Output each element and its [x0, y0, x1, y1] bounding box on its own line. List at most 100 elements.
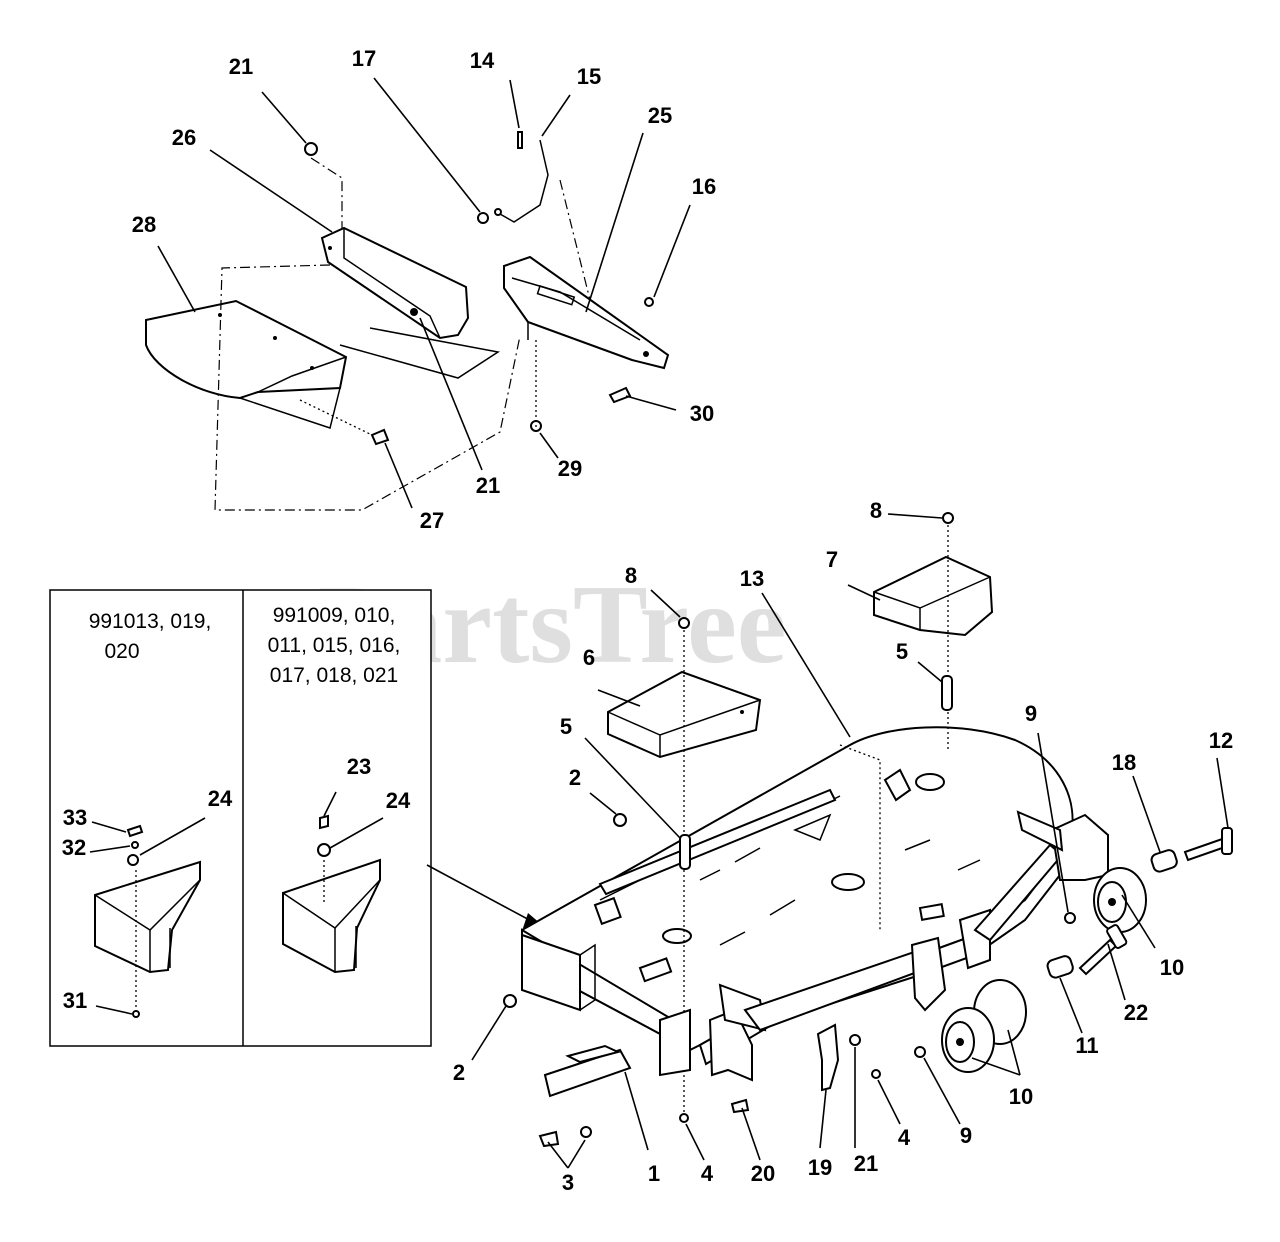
- bolt-27: [370, 428, 390, 446]
- baffle-1-top: [565, 1044, 621, 1064]
- callout-6: 6: [583, 645, 595, 670]
- callout-7: 7: [826, 547, 838, 572]
- rear-hinge: [883, 768, 912, 802]
- mower-deck-assembly: [503, 512, 1233, 1148]
- callout-16: 16: [692, 174, 716, 199]
- callout-21-mid: 21: [476, 473, 500, 498]
- pin-5-left: [679, 834, 691, 870]
- spring-rod: [499, 139, 549, 223]
- callout-17: 17: [352, 46, 376, 71]
- bolt-8-left: [678, 617, 690, 629]
- discharge-shield-plate: [145, 299, 348, 429]
- callout-21-lower: 21: [854, 1151, 878, 1176]
- callout-29: 29: [558, 456, 582, 481]
- inset-left-bolt: [126, 824, 144, 838]
- inset-frame: [49, 589, 432, 1047]
- belt-cover-7: [873, 555, 994, 637]
- callout-10-front: 10: [1009, 1084, 1033, 1109]
- inset-pointer-line: [426, 864, 536, 924]
- spacer-18: [1150, 849, 1178, 873]
- deck-front-rail: [598, 788, 837, 896]
- callout-30: 30: [690, 401, 714, 426]
- roller-front-2: [941, 1007, 995, 1073]
- callout-26: 26: [172, 125, 196, 150]
- callout-12: 12: [1209, 728, 1233, 753]
- rear-slot: [918, 903, 945, 921]
- nut-21a: [304, 142, 318, 156]
- inset-callout-24-left: 24: [208, 786, 233, 811]
- bolt-20: [730, 1098, 750, 1114]
- inset-callout-31: 31: [63, 988, 87, 1013]
- callout-22: 22: [1124, 1000, 1148, 1025]
- bolt-12-head: [1221, 827, 1233, 855]
- inset-callout-32: 32: [62, 835, 86, 860]
- callout-18: 18: [1112, 750, 1136, 775]
- spring-rod-end: [494, 208, 502, 216]
- bolt-30: [608, 386, 632, 404]
- bolt-3b: [580, 1126, 592, 1138]
- nut-2-upper: [613, 813, 627, 827]
- nut-9-rear: [1064, 912, 1076, 924]
- callout-5-left: 5: [560, 714, 572, 739]
- inset-left-spacer: [127, 854, 139, 866]
- inset-right-header-line3: 017, 018, 021: [270, 664, 398, 687]
- inset-right-header-line1: 991009, 010,: [273, 604, 396, 627]
- bracket-19: [816, 1023, 840, 1092]
- rear-mount-plate: [1016, 810, 1064, 852]
- bolt-8-right: [942, 512, 954, 524]
- callout-1: 1: [648, 1161, 660, 1186]
- inset-right-bolt: [319, 814, 329, 830]
- callout-11: 11: [1075, 1033, 1098, 1058]
- callout-labels: 21 17 14 15 25 16 26 28 21 29 30 27 8 7 …: [62, 46, 1233, 1195]
- callout-8-left: 8: [625, 563, 637, 588]
- inset-left-header-line2: 020: [104, 640, 139, 663]
- spindle-cover-center: [831, 873, 865, 891]
- front-clip: [593, 896, 622, 926]
- model-variant-inset: 991013, 019, 020 991009, 010, 011, 015, …: [49, 589, 432, 1047]
- callout-14: 14: [470, 48, 495, 73]
- nut-2-lower: [503, 994, 517, 1008]
- spindle-cover-right: [915, 773, 945, 791]
- bolt-3a: [538, 1130, 560, 1148]
- pin-14: [517, 131, 523, 149]
- roller-rear: [1093, 867, 1147, 933]
- callout-20: 20: [751, 1161, 775, 1186]
- callout-10-rear: 10: [1160, 955, 1184, 980]
- bolt-4-right: [871, 1069, 881, 1079]
- belt-cover-6: [607, 670, 762, 759]
- callout-4-left: 4: [701, 1161, 714, 1186]
- bolt-22-head: [1106, 924, 1128, 949]
- callout-2-lower: 2: [453, 1060, 465, 1085]
- pin-5-right: [941, 675, 953, 711]
- callout-9-rear: 9: [1025, 701, 1037, 726]
- callout-21-top: 21: [229, 54, 253, 79]
- front-slot: [638, 957, 673, 983]
- callout-4-right: 4: [898, 1125, 911, 1150]
- upper-discharge-assembly: [145, 131, 670, 511]
- nut-17: [477, 212, 489, 224]
- inset-callout-33: 33: [63, 805, 87, 830]
- spindle-cover-left: [662, 928, 692, 944]
- callout-28: 28: [132, 212, 156, 237]
- callout-15: 15: [577, 64, 601, 89]
- nut-21-lower: [849, 1034, 861, 1046]
- callout-25: 25: [648, 103, 672, 128]
- nut-9-front: [914, 1046, 926, 1058]
- arm-bracket-left: [910, 936, 947, 1012]
- screw-16: [644, 297, 654, 307]
- leader-lines: [89, 77, 1229, 1169]
- inset-left-screw: [132, 1010, 140, 1018]
- callout-9-front: 9: [960, 1123, 972, 1148]
- deflector-mount-bracket: [320, 226, 500, 379]
- inset-right-spacer: [317, 843, 331, 857]
- callout-2-upper: 2: [569, 765, 581, 790]
- callout-5-right: 5: [896, 639, 908, 664]
- chute-rod-assembly: [503, 255, 670, 370]
- callout-27: 27: [420, 508, 444, 533]
- inset-left-washer: [131, 841, 139, 849]
- callout-19: 19: [808, 1155, 832, 1180]
- bolt-22-shank: [1078, 938, 1118, 976]
- inset-callout-23: 23: [347, 754, 371, 779]
